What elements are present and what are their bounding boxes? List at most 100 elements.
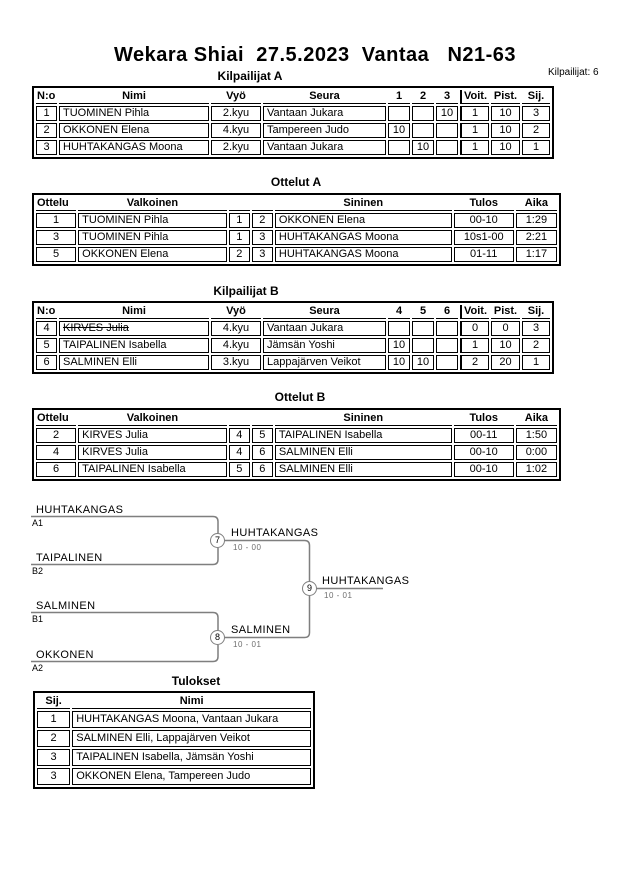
cell-sininen: HUHTAKANGAS Moona bbox=[274, 230, 452, 245]
result-row: 3 TAIPALINEN Isabella, Jämsän Yoshi bbox=[37, 749, 311, 766]
cell-ottelu: 1 bbox=[36, 213, 77, 228]
cell-blue-no: 6 bbox=[251, 462, 273, 477]
cell-nimi: HUHTAKANGAS Moona bbox=[59, 140, 209, 155]
col-header-pist: Pist. bbox=[491, 90, 520, 104]
cell-nimi: TUOMINEN Pihla bbox=[59, 106, 209, 121]
bracket-seed-name-a2: OKKONEN bbox=[36, 649, 94, 661]
col-header-ottelu: Ottelu bbox=[36, 412, 77, 426]
cell-sininen: SALMINEN Elli bbox=[274, 462, 452, 477]
section-title-kilpailijat-a: Kilpailijat A bbox=[217, 69, 283, 83]
cell-m3 bbox=[436, 355, 458, 370]
cell-vyo: 2.kyu bbox=[211, 140, 261, 155]
cell-no: 2 bbox=[36, 123, 57, 138]
cell-m1: 10 bbox=[388, 338, 410, 353]
competitor-row: 3 HUHTAKANGAS Moona 2.kyu Vantaan Jukara… bbox=[36, 140, 550, 155]
match-row: 2 KIRVES Julia 4 5 TAIPALINEN Isabella 0… bbox=[36, 428, 557, 443]
col-header-valkoinen: Valkoinen bbox=[78, 412, 227, 426]
cell-sininen: TAIPALINEN Isabella bbox=[274, 428, 452, 443]
cell-blue-no: 5 bbox=[251, 428, 273, 443]
cell-m2 bbox=[412, 106, 434, 121]
match-row: 1 TUOMINEN Pihla 1 2 OKKONEN Elena 00-10… bbox=[36, 213, 557, 228]
page-title: Wekara Shiai 27.5.2023 Vantaa N21-63 bbox=[113, 44, 517, 66]
bracket-match-7-score: 10 - 00 bbox=[233, 543, 262, 552]
col-header-aika: Aika bbox=[515, 412, 557, 426]
ottelut-a-table: Ottelu Valkoinen Sininen Tulos Aika 1 TU… bbox=[32, 193, 561, 266]
cell-tulos: 00-11 bbox=[453, 428, 514, 443]
col-header-blue-no bbox=[251, 412, 273, 426]
cell-voit: 1 bbox=[460, 338, 489, 353]
competitor-row: 2 OKKONEN Elena 4.kyu Tampereen Judo 10 … bbox=[36, 123, 550, 138]
cell-nimi: TAIPALINEN Isabella, Jämsän Yoshi bbox=[72, 749, 311, 766]
cell-sij: 1 bbox=[37, 711, 71, 728]
col-header-seura: Seura bbox=[263, 305, 386, 319]
cell-vyo: 4.kyu bbox=[211, 338, 261, 353]
cell-m1: 10 bbox=[388, 355, 410, 370]
cell-blue-no: 3 bbox=[251, 247, 273, 262]
cell-aika: 1:50 bbox=[515, 428, 557, 443]
kilpailijat-a-table: N:o Nimi Vyö Seura 1 2 3 Voit. Pist. Sij… bbox=[32, 86, 554, 159]
cell-vyo: 3.kyu bbox=[211, 355, 261, 370]
bracket-seed-name-b2: TAIPALINEN bbox=[36, 552, 103, 564]
col-header-match-4: 4 bbox=[388, 305, 410, 319]
bracket-match-8-winner: SALMINEN bbox=[231, 624, 291, 636]
cell-valkoinen: KIRVES Julia bbox=[78, 445, 227, 460]
cell-seura: Tampereen Judo bbox=[263, 123, 386, 138]
cell-sininen: SALMINEN Elli bbox=[274, 445, 452, 460]
cell-white-no: 2 bbox=[228, 247, 250, 262]
cell-m2 bbox=[412, 123, 434, 138]
cell-seura: Lappajärven Veikot bbox=[263, 355, 386, 370]
cell-m3 bbox=[436, 123, 458, 138]
competitors-count-label: Kilpailijat: 6 bbox=[548, 67, 599, 78]
cell-sininen: HUHTAKANGAS Moona bbox=[274, 247, 452, 262]
cell-voit: 2 bbox=[460, 355, 489, 370]
competitor-row: 1 TUOMINEN Pihla 2.kyu Vantaan Jukara 10… bbox=[36, 106, 550, 121]
cell-valkoinen: TUOMINEN Pihla bbox=[78, 230, 227, 245]
cell-aika: 1:02 bbox=[515, 462, 557, 477]
col-header-white-no bbox=[228, 412, 250, 426]
bracket-line-a1 bbox=[31, 515, 219, 533]
result-row: 3 OKKONEN Elena, Tampereen Judo bbox=[37, 768, 311, 785]
cell-valkoinen: TUOMINEN Pihla bbox=[78, 213, 227, 228]
bracket-match-8-number: 8 bbox=[210, 630, 225, 645]
bracket-seed-label-b2: B2 bbox=[32, 566, 44, 576]
bracket-seed-name-a1: HUHTAKANGAS bbox=[36, 504, 124, 516]
match-row: 3 TUOMINEN Pihla 1 3 HUHTAKANGAS Moona 1… bbox=[36, 230, 557, 245]
cell-ottelu: 6 bbox=[36, 462, 77, 477]
col-header-sininen: Sininen bbox=[274, 412, 452, 426]
cell-nimi: OKKONEN Elena bbox=[59, 123, 209, 138]
tulokset-table: Sij. Nimi 1 HUHTAKANGAS Moona, Vantaan J… bbox=[33, 691, 315, 789]
col-header-sij: Sij. bbox=[37, 695, 71, 709]
cell-blue-no: 2 bbox=[251, 213, 273, 228]
cell-aika: 1:17 bbox=[515, 247, 557, 262]
cell-tulos: 01-11 bbox=[453, 247, 514, 262]
col-header-match-6: 6 bbox=[436, 305, 458, 319]
cell-sij: 2 bbox=[37, 730, 71, 747]
col-header-vyo: Vyö bbox=[211, 305, 261, 319]
cell-seura: Jämsän Yoshi bbox=[263, 338, 386, 353]
cell-white-no: 5 bbox=[228, 462, 250, 477]
cell-white-no: 4 bbox=[228, 445, 250, 460]
bracket-line-winner-7 bbox=[225, 539, 311, 581]
col-header-match-5: 5 bbox=[412, 305, 434, 319]
col-header-pist: Pist. bbox=[491, 305, 520, 319]
bracket-line-b2 bbox=[31, 548, 219, 566]
bracket-match-9-number: 9 bbox=[302, 581, 317, 596]
cell-tulos: 00-10 bbox=[453, 462, 514, 477]
cell-pist: 10 bbox=[491, 140, 520, 155]
col-header-white-no bbox=[228, 197, 250, 211]
kilpailijat-b-table: N:o Nimi Vyö Seura 4 5 6 Voit. Pist. Sij… bbox=[32, 301, 554, 374]
ottelut-b-table: Ottelu Valkoinen Sininen Tulos Aika 2 KI… bbox=[32, 408, 561, 481]
cell-sininen: OKKONEN Elena bbox=[274, 213, 452, 228]
cell-tulos: 10s1-00 bbox=[453, 230, 514, 245]
cell-m2 bbox=[412, 321, 434, 336]
cell-m1 bbox=[388, 140, 410, 155]
cell-no: 4 bbox=[36, 321, 57, 336]
cell-pist: 20 bbox=[491, 355, 520, 370]
cell-sij: 3 bbox=[37, 768, 71, 785]
cell-m3: 10 bbox=[436, 106, 458, 121]
competitor-row: 6 SALMINEN Elli 3.kyu Lappajärven Veikot… bbox=[36, 355, 550, 370]
cell-voit: 1 bbox=[460, 140, 489, 155]
cell-pist: 10 bbox=[491, 338, 520, 353]
cell-white-no: 1 bbox=[228, 230, 250, 245]
